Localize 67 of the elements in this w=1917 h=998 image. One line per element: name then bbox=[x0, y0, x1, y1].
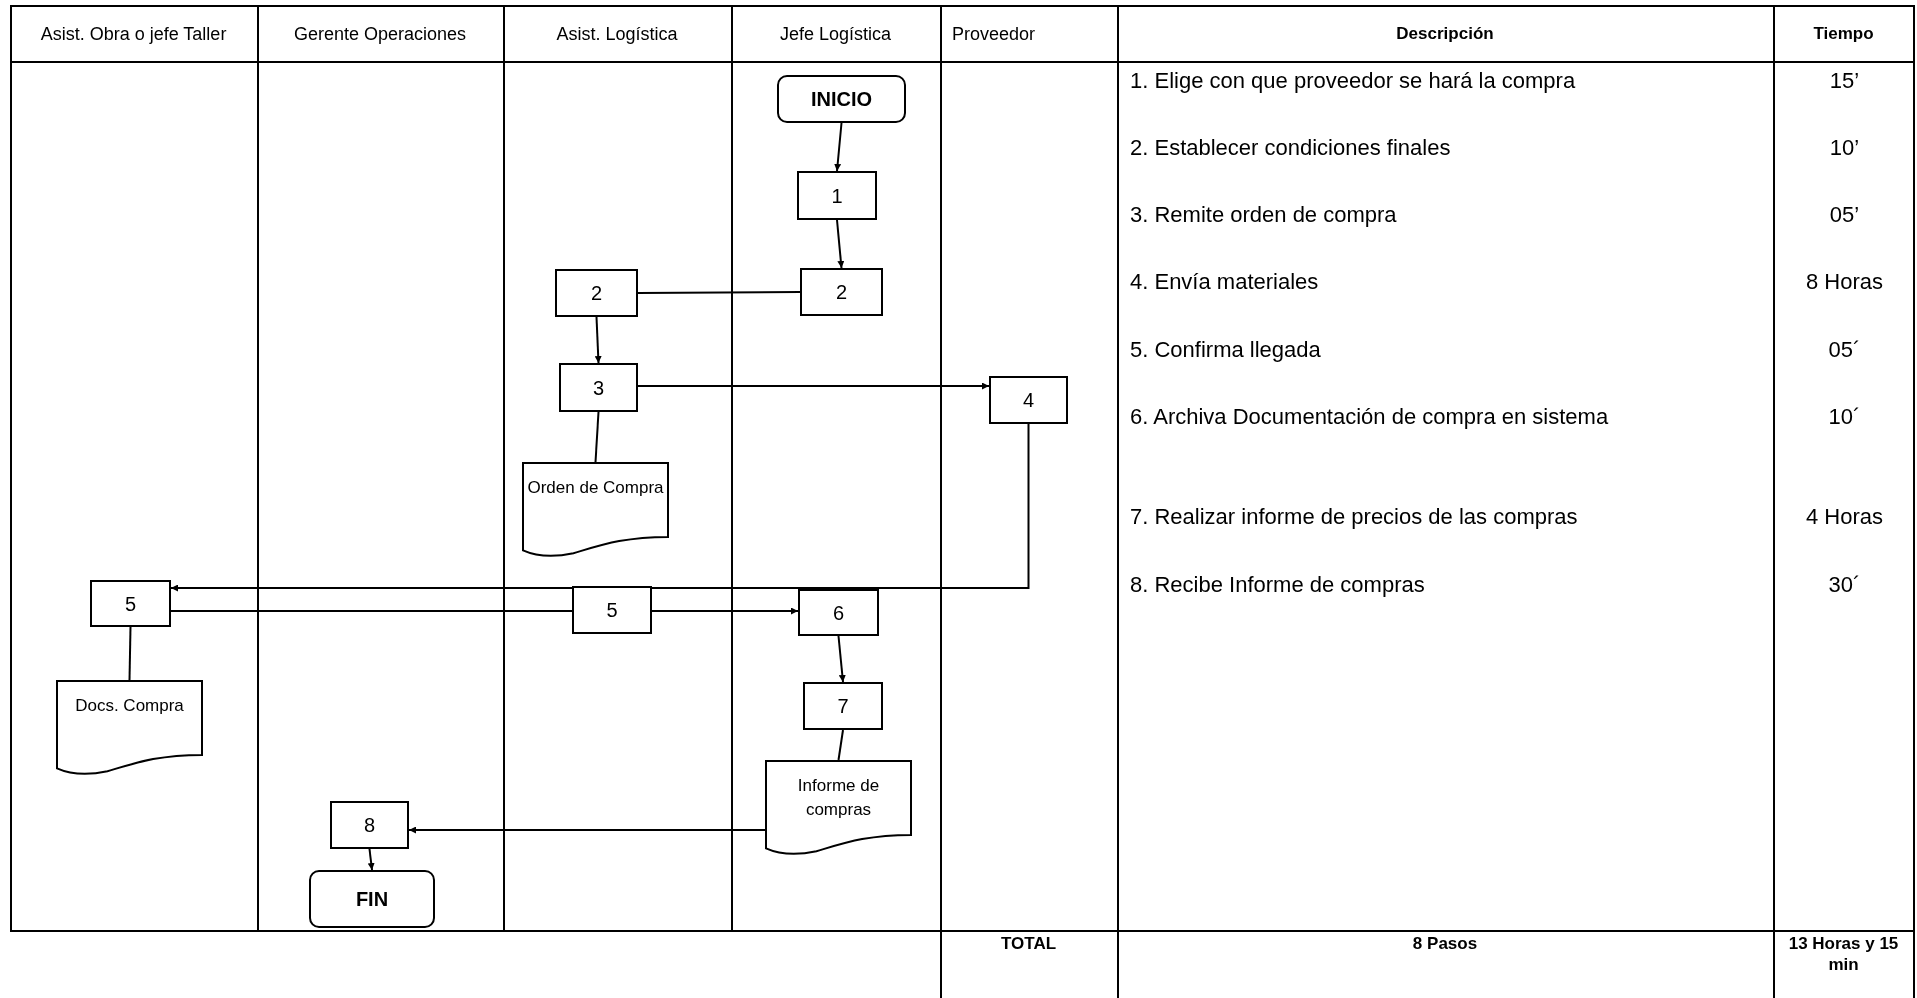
arrow bbox=[837, 635, 846, 683]
arrow bbox=[408, 826, 766, 834]
connector-line bbox=[128, 626, 132, 681]
process-box bbox=[90, 580, 171, 627]
arrow bbox=[651, 607, 799, 615]
node-text: 1 bbox=[831, 183, 843, 209]
step-description: 6. Archiva Documentación de compra en sistema bbox=[1130, 404, 1609, 429]
connector-line bbox=[637, 291, 801, 294]
lane-header: Asist. Logística bbox=[556, 23, 678, 45]
arrow bbox=[834, 122, 843, 172]
connector-line bbox=[170, 610, 573, 612]
connector-line bbox=[594, 411, 600, 463]
table-header: 13 Horas y 15 min bbox=[1788, 934, 1899, 974]
process-box bbox=[559, 363, 638, 412]
step-description: 4. Envía materiales bbox=[1130, 269, 1319, 294]
arrow bbox=[836, 219, 845, 269]
step-description: 8. Recibe Informe de compras bbox=[1130, 572, 1425, 597]
lane-header: Proveedor bbox=[952, 23, 1036, 45]
arrow bbox=[594, 316, 602, 364]
lane-header: Gerente Operaciones bbox=[293, 23, 467, 45]
node-text: Docs. Compra bbox=[75, 696, 184, 715]
process-box bbox=[800, 268, 883, 316]
process-box bbox=[803, 682, 883, 730]
node-text: 2 bbox=[835, 280, 848, 305]
terminal-box bbox=[777, 75, 906, 123]
time-value: 05’ bbox=[1829, 202, 1860, 227]
node-text: INICIO bbox=[810, 87, 873, 112]
node-text: FIN bbox=[355, 887, 389, 912]
process-box bbox=[572, 586, 652, 634]
node-text: 5 bbox=[606, 598, 618, 623]
time-value: 4 Horas bbox=[1805, 504, 1883, 529]
process-box bbox=[989, 376, 1068, 424]
time-value: 30´ bbox=[1828, 572, 1861, 597]
time-value: 10’ bbox=[1829, 135, 1860, 160]
time-value: 15’ bbox=[1829, 68, 1860, 93]
time-value: 10´ bbox=[1828, 404, 1861, 429]
arrow bbox=[637, 382, 990, 390]
node-text: Informe de compras bbox=[797, 776, 880, 819]
time-value: 05´ bbox=[1828, 337, 1861, 362]
lane-header: Asist. Obra o jefe Taller bbox=[40, 23, 227, 45]
node-text: Orden de Compra bbox=[527, 478, 664, 497]
node-text: 5 bbox=[124, 591, 137, 617]
arrow bbox=[170, 423, 1030, 592]
node-text: 3 bbox=[592, 375, 605, 401]
step-description: 7. Realizar informe de precios de las compras bbox=[1130, 504, 1578, 529]
node-text: 8 bbox=[363, 813, 376, 838]
connector-line bbox=[837, 729, 844, 761]
step-description: 5. Confirma llegada bbox=[1130, 337, 1321, 362]
node-text: 2 bbox=[590, 281, 603, 306]
arrow bbox=[367, 848, 375, 871]
lane-header: Jefe Logística bbox=[779, 23, 892, 45]
process-box bbox=[797, 171, 877, 220]
terminal-box bbox=[309, 870, 435, 928]
step-description: 1. Elige con que proveedor se hará la compra bbox=[1130, 68, 1576, 93]
process-box bbox=[330, 801, 409, 849]
table-header: Descripción bbox=[1396, 23, 1494, 46]
table-header: 8 Pasos bbox=[1412, 934, 1478, 953]
process-box bbox=[555, 269, 638, 317]
step-description: 2. Establecer condiciones finales bbox=[1130, 135, 1451, 160]
time-value: 8 Horas bbox=[1805, 269, 1883, 294]
node-text: 7 bbox=[837, 694, 849, 719]
table-header: TOTAL bbox=[1000, 934, 1057, 953]
node-text: 6 bbox=[832, 600, 845, 626]
step-description: 3. Remite orden de compra bbox=[1130, 202, 1397, 227]
node-text: 4 bbox=[1022, 388, 1035, 413]
table-header: Tiempo bbox=[1813, 23, 1874, 46]
process-box bbox=[798, 589, 879, 636]
